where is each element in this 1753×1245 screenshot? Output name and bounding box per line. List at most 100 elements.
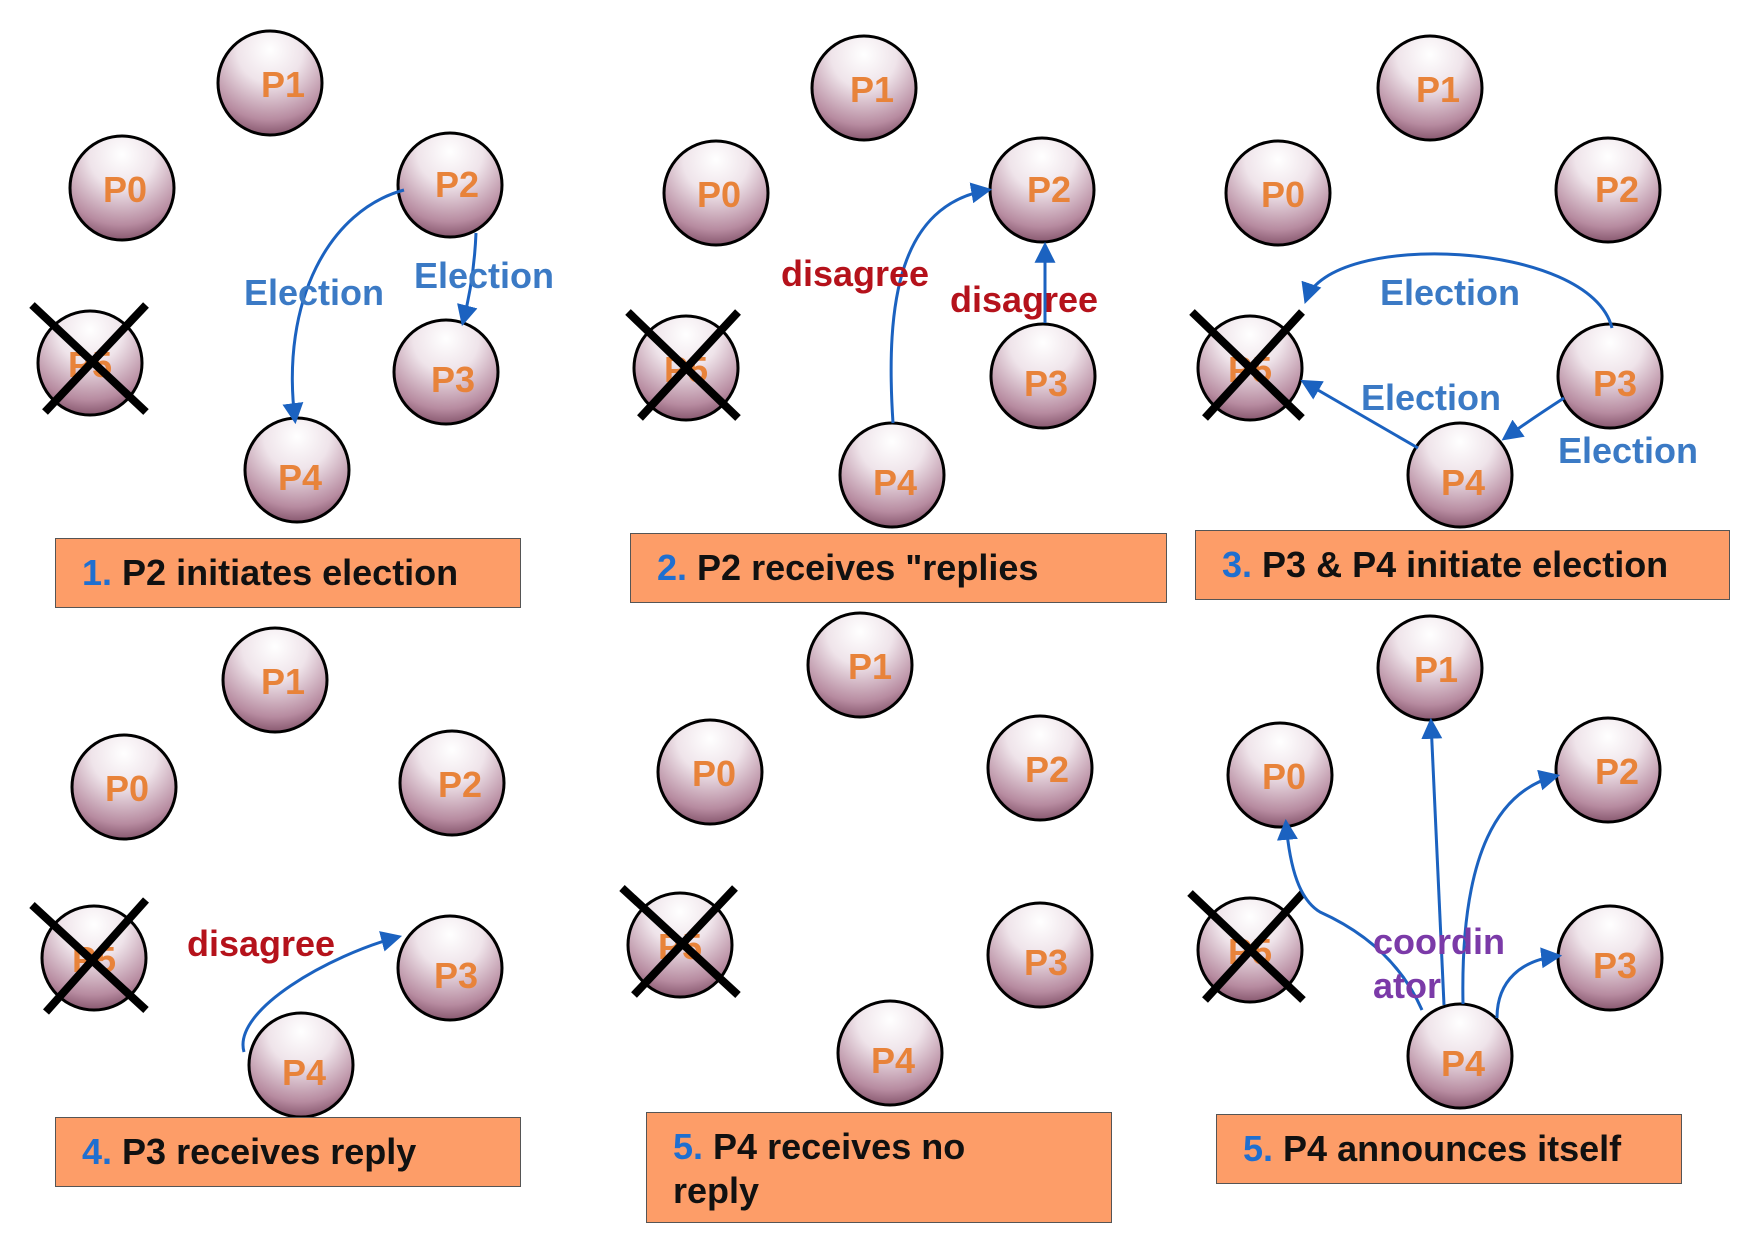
node-label: P2 <box>1595 751 1639 792</box>
node-label: P0 <box>1262 756 1306 797</box>
node-label: P1 <box>850 69 894 110</box>
node-p5-crashed: P5 <box>1189 309 1305 422</box>
node-label: P2 <box>1025 749 1069 790</box>
node-label: P4 <box>282 1052 326 1093</box>
node-p3: P3 <box>986 901 1094 1009</box>
node-label: P3 <box>431 359 475 400</box>
caption-number: 1. <box>82 552 113 593</box>
node-p4: P4 <box>247 1011 355 1119</box>
panel-1: P1 P0 P2 P5 P3 P4 Election Ele <box>29 29 554 524</box>
node-p1: P1 <box>810 34 918 142</box>
node-p5-crashed: P5 <box>619 885 741 999</box>
node-label: P4 <box>1441 1043 1485 1084</box>
node-p0: P0 <box>68 134 176 242</box>
caption-step-5b: 5. P4 announces itself <box>1216 1114 1682 1184</box>
panel-3: P1 P0 P2 P5 P3 P4 Election <box>1189 34 1698 529</box>
arrow-p4-to-p1 <box>1421 717 1446 1006</box>
node-p4: P4 <box>1406 1002 1514 1110</box>
node-label: P0 <box>105 768 149 809</box>
node-p2: P2 <box>1554 716 1662 824</box>
crash-x-icon <box>1187 890 1306 1003</box>
caption-step-3: 3. P3 & P4 initiate election <box>1195 530 1730 600</box>
caption-number: 5. <box>673 1126 704 1167</box>
crash-x-icon <box>29 897 149 1015</box>
node-label: P2 <box>438 764 482 805</box>
node-label: P0 <box>692 753 736 794</box>
node-label: P3 <box>1593 363 1637 404</box>
message-label: disagree <box>781 253 929 294</box>
panel-6: P1 P0 P2 P5 P3 P4 coordi <box>1187 614 1664 1110</box>
node-p0: P0 <box>662 139 770 247</box>
caption-step-5a: 5. P4 receives no reply <box>646 1112 1112 1223</box>
node-label: P4 <box>871 1040 915 1081</box>
node-label: P1 <box>261 661 305 702</box>
node-p5-crashed: P5 <box>625 309 741 422</box>
message-label: disagree <box>950 279 1098 320</box>
node-p3: P3 <box>396 914 504 1022</box>
node-p5-crashed: P5 <box>1187 890 1306 1004</box>
arrow-p4-to-p3 <box>1495 947 1563 1019</box>
node-p1: P1 <box>1376 34 1484 142</box>
panel-2: P1 P0 P2 P5 P3 P4 disagree dis <box>625 34 1098 529</box>
node-p4: P4 <box>838 421 946 529</box>
message-label: ator <box>1373 965 1441 1006</box>
caption-number: 2. <box>657 547 688 588</box>
arrow-p2-to-p4 <box>282 188 405 425</box>
node-label: P4 <box>873 462 917 503</box>
arrow-p4-to-p0 <box>1276 818 1424 1011</box>
node-label: P4 <box>278 457 322 498</box>
node-p1: P1 <box>216 29 324 137</box>
caption-number: 4. <box>82 1131 113 1172</box>
message-label: coordin <box>1373 921 1505 962</box>
caption-text: P2 initiates election <box>122 552 459 593</box>
node-label: P3 <box>1024 942 1068 983</box>
node-p2: P2 <box>398 729 506 837</box>
arrow-p3-to-p4 <box>1501 396 1565 441</box>
node-p3: P3 <box>392 318 500 426</box>
arrow-p2-to-p3 <box>457 232 478 327</box>
node-p3: P3 <box>1556 322 1664 430</box>
message-label: Election <box>1361 377 1501 418</box>
node-label: P1 <box>848 646 892 687</box>
node-label: P4 <box>1441 462 1485 503</box>
caption-number: 5. <box>1243 1128 1274 1169</box>
node-label: P0 <box>1261 174 1305 215</box>
message-label: disagree <box>187 923 335 964</box>
caption-step-2: 2. P2 receives "replies <box>630 533 1167 603</box>
arrow-p4-to-p2 <box>889 182 993 424</box>
node-p2: P2 <box>396 131 504 239</box>
node-label: P2 <box>1595 169 1639 210</box>
caption-step-4: 4. P3 receives reply <box>55 1117 521 1187</box>
node-p3: P3 <box>1556 904 1664 1012</box>
node-p5-crashed: P5 <box>29 302 149 417</box>
node-p4: P4 <box>836 999 944 1107</box>
caption-text-line1: P4 receives no <box>713 1126 966 1167</box>
node-label: P2 <box>435 164 479 205</box>
arrow-p4-to-p2 <box>1461 769 1561 1005</box>
node-p0: P0 <box>1224 139 1332 247</box>
node-label: P1 <box>1414 649 1458 690</box>
node-label: P1 <box>1416 69 1460 110</box>
node-p1: P1 <box>221 626 329 734</box>
panel-4: P1 P0 P2 P5 P3 P4 disagree <box>29 626 506 1119</box>
message-label: Election <box>1558 430 1698 471</box>
node-p4: P4 <box>1406 421 1514 529</box>
node-p5-crashed: P5 <box>29 897 149 1015</box>
node-p1: P1 <box>1376 614 1484 722</box>
node-label: P0 <box>103 169 147 210</box>
node-p0: P0 <box>1226 721 1334 829</box>
node-p1: P1 <box>806 611 914 719</box>
node-p0: P0 <box>656 718 764 826</box>
caption-text: P4 announces itself <box>1283 1128 1622 1169</box>
node-label: P3 <box>434 955 478 996</box>
caption-text-line2: reply <box>673 1170 760 1211</box>
node-p2: P2 <box>988 136 1096 244</box>
caption-text: P3 receives reply <box>122 1131 417 1172</box>
crash-x-icon <box>29 302 149 415</box>
node-label: P2 <box>1027 169 1071 210</box>
caption-text: P2 receives "replies <box>697 547 1039 588</box>
arrow-p4-to-p5 <box>1300 379 1419 450</box>
node-p3: P3 <box>989 322 1097 430</box>
node-p0: P0 <box>70 733 178 841</box>
